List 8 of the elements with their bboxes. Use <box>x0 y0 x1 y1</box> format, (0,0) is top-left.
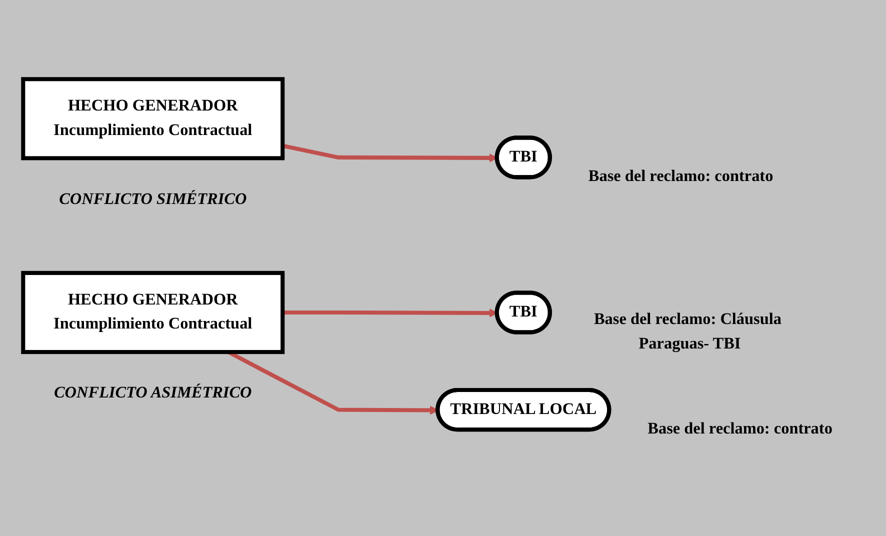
node-label: Base del reclamo: contrato <box>588 168 774 186</box>
node-box: HECHO GENERADOR Incumplimiento Contractual <box>21 77 285 160</box>
node-label: CONFLICTO ASIMÉTRICO <box>54 384 252 402</box>
node-label: CONFLICTO SIMÉTRICO <box>59 190 247 208</box>
arrow <box>282 308 498 318</box>
node-box: HECHO GENERADOR Incumplimiento Contractual <box>21 270 285 354</box>
node-label: Base del reclamo: Cláusula Paraguas- TBI <box>594 310 782 352</box>
node-label: Base del reclamo: contrato <box>648 420 832 438</box>
